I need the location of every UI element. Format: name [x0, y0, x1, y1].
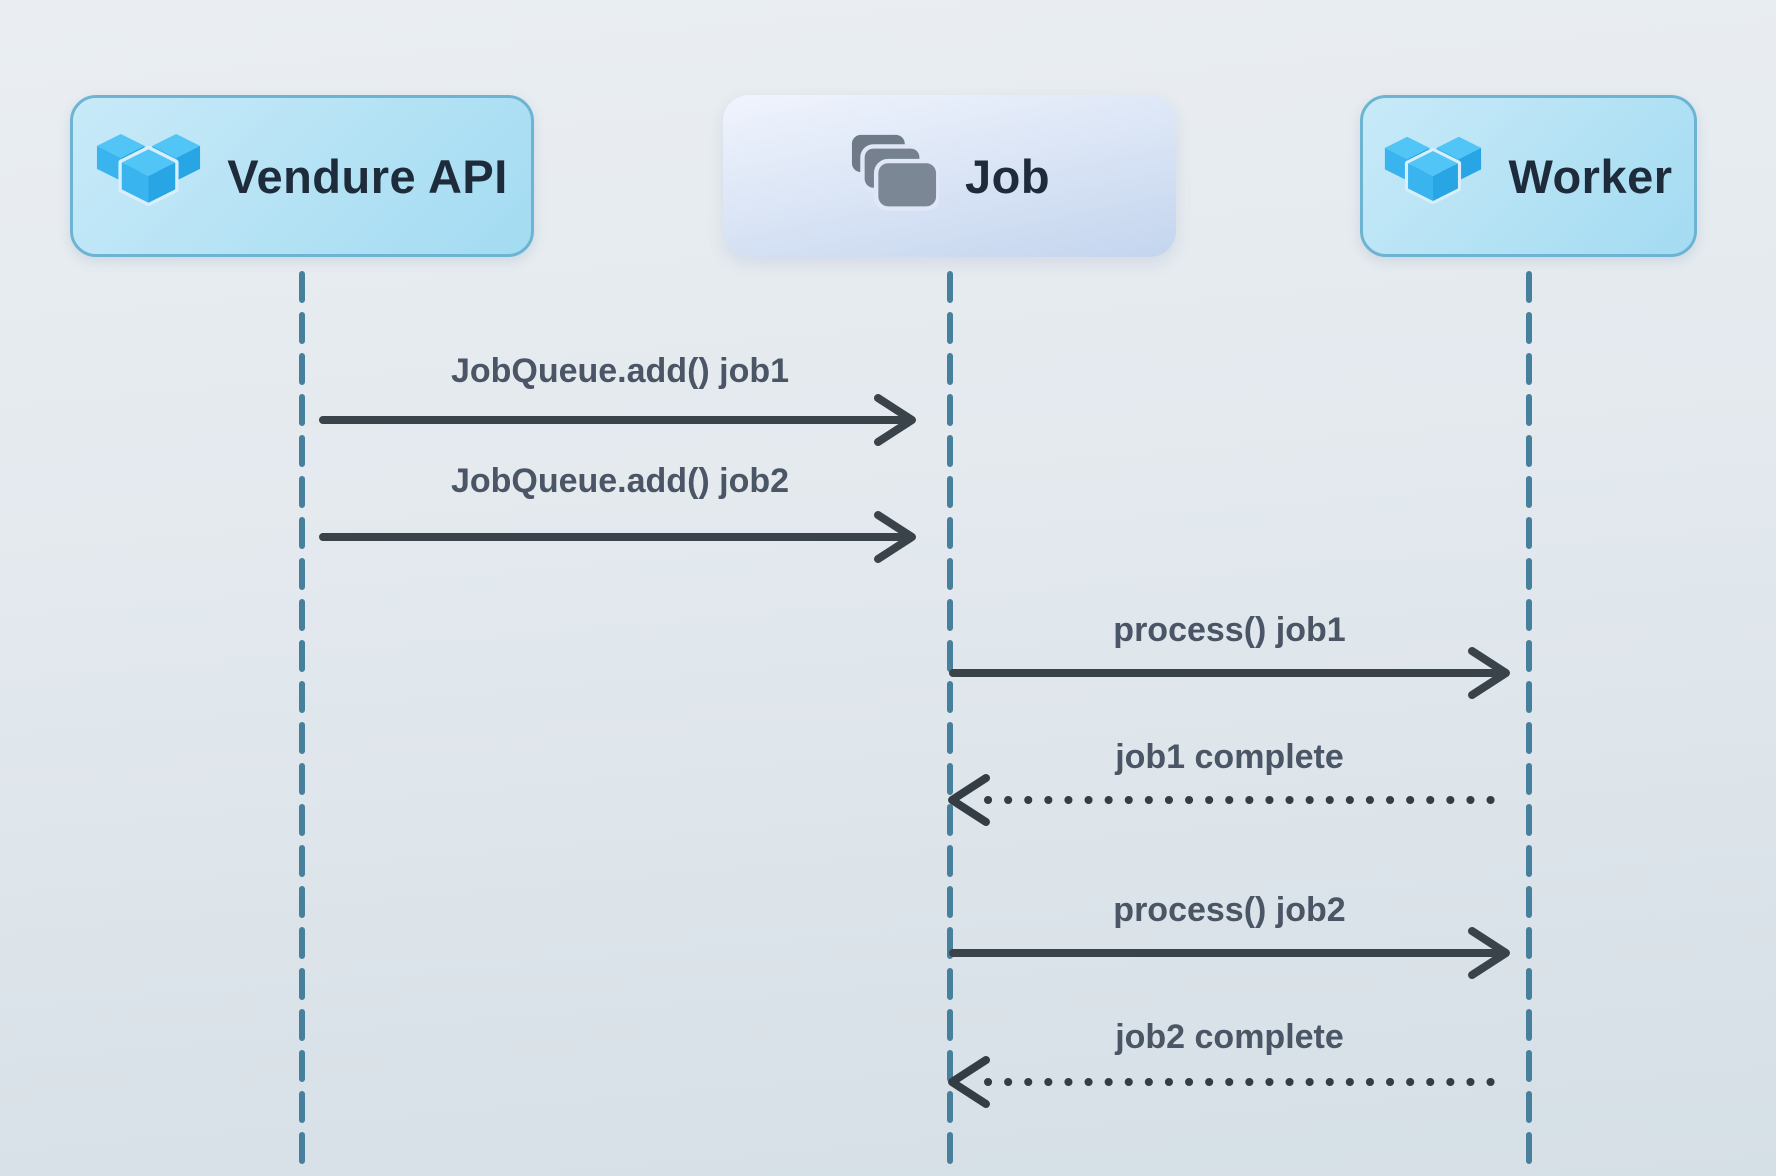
message-label: job1 complete [1115, 738, 1344, 776]
actor-title-vendure-api: Vendure API [227, 149, 508, 203]
message-arrow-4 [948, 774, 1499, 826]
message-label: process() job2 [1113, 891, 1346, 929]
message-label: process() job1 [1113, 611, 1346, 649]
message-arrow-2 [319, 511, 916, 563]
cube-front [1405, 147, 1462, 205]
vendure-logo-icon [97, 134, 201, 207]
actor-title-job: Job [964, 149, 1051, 203]
vendure-logo-icon [1385, 136, 1482, 205]
cube-front [118, 145, 179, 207]
actor-job: Job [723, 95, 1176, 257]
message-arrow-1 [319, 394, 916, 446]
actor-vendure-api: Vendure API [70, 95, 534, 257]
message-label: JobQueue.add() job2 [450, 462, 790, 500]
message-label: job2 complete [1115, 1018, 1344, 1056]
message-label: JobQueue.add() job1 [450, 352, 790, 390]
actor-title-worker: Worker [1508, 149, 1673, 203]
message-arrow-6 [948, 1056, 1499, 1108]
actor-worker: Worker [1360, 95, 1697, 257]
message-arrow-3 [949, 647, 1510, 699]
message-arrow-5 [949, 927, 1510, 979]
job-stack-icon [851, 134, 939, 211]
